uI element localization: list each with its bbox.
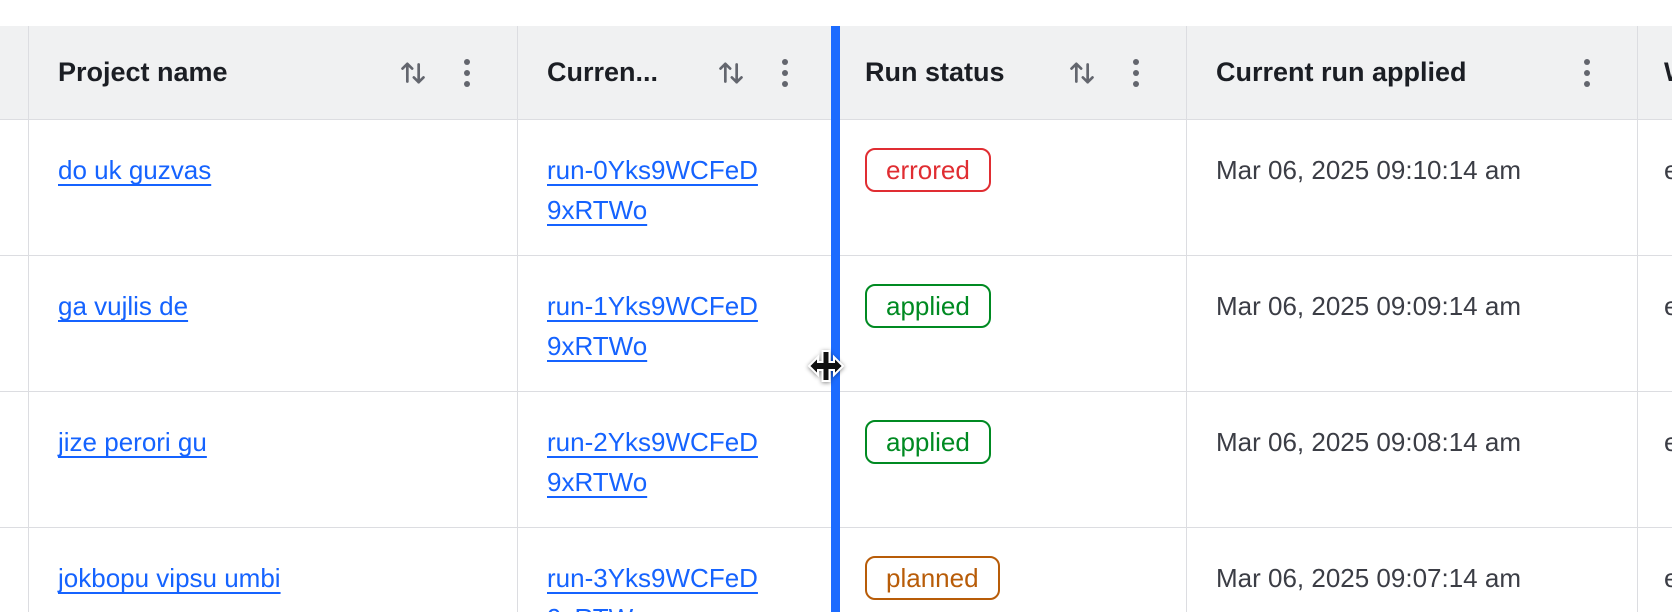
project-link[interactable]: ga vujlis de	[58, 291, 189, 321]
run-status-cell: errored	[835, 120, 1186, 255]
header-cell-current-run[interactable]: Curren...	[517, 26, 835, 119]
run-id-line: 9xRTWo	[547, 598, 811, 612]
table-row: jokbopu vipsu umbi run-3Yks9WCFeD9xRTWo …	[0, 528, 1672, 612]
header-cell-gutter	[0, 26, 28, 119]
current-run-cell: run-0Yks9WCFeD 9xRTWo	[517, 120, 835, 255]
table-row: do uk guzvas run-0Yks9WCFeD 9xRTWo errore…	[0, 120, 1672, 256]
current-run-applied-cell: Mar 06, 2025 09:08:14 am	[1186, 392, 1637, 527]
status-badge: planned	[865, 556, 1000, 600]
column-menu-icon[interactable]	[464, 58, 470, 87]
column-menu-icon[interactable]	[1584, 58, 1590, 87]
sort-icon[interactable]	[1065, 56, 1099, 90]
column-menu-icon[interactable]	[782, 58, 788, 87]
run-id-line: run-2Yks9WCFeD	[547, 427, 758, 457]
project-name-cell: ga vujlis de	[28, 256, 517, 391]
current-run-applied-cell: Mar 06, 2025 09:10:14 am	[1186, 120, 1637, 255]
next-column-cell: e	[1637, 120, 1672, 255]
next-column-cell: e	[1637, 528, 1672, 612]
project-name-cell: jokbopu vipsu umbi	[28, 528, 517, 612]
run-id-line: 9xRTWo	[547, 467, 648, 497]
current-run-cell: run-2Yks9WCFeD 9xRTWo	[517, 392, 835, 527]
project-name-cell: jize perori gu	[28, 392, 517, 527]
current-run-applied-cell: Mar 06, 2025 09:07:14 am	[1186, 528, 1637, 612]
header-cell-next-column[interactable]: W	[1637, 26, 1672, 119]
project-link[interactable]: jokbopu vipsu umbi	[58, 563, 281, 593]
run-applied-timestamp: Mar 06, 2025 09:10:14 am	[1216, 155, 1521, 185]
run-link[interactable]: run-2Yks9WCFeD 9xRTWo	[547, 422, 811, 502]
run-id-line: 9xRTWo	[547, 195, 648, 225]
project-link[interactable]: jize perori gu	[58, 427, 207, 457]
run-id-line: run-0Yks9WCFeD	[547, 155, 758, 185]
table-row: ga vujlis de run-1Yks9WCFeD 9xRTWo applie…	[0, 256, 1672, 392]
run-link[interactable]: run-0Yks9WCFeD 9xRTWo	[547, 150, 811, 230]
run-applied-timestamp: Mar 06, 2025 09:09:14 am	[1216, 291, 1521, 321]
sort-icon[interactable]	[714, 56, 748, 90]
project-link[interactable]: do uk guzvas	[58, 155, 212, 185]
column-title-run-status: Run status	[865, 57, 1005, 87]
status-badge: errored	[865, 148, 991, 192]
column-resize-indicator[interactable]	[831, 26, 840, 612]
run-status-cell: applied	[835, 392, 1186, 527]
run-status-cell: planned	[835, 528, 1186, 612]
sort-icon[interactable]	[396, 56, 430, 90]
next-column-fragment: e	[1664, 291, 1672, 321]
header-cell-current-run-applied[interactable]: Current run applied	[1186, 26, 1637, 119]
status-badge: applied	[865, 420, 991, 464]
column-title-project-name: Project name	[58, 57, 228, 87]
current-run-applied-cell: Mar 06, 2025 09:09:14 am	[1186, 256, 1637, 391]
run-id-line: 9xRTWo	[547, 331, 648, 361]
column-menu-icon[interactable]	[1133, 58, 1139, 87]
run-link[interactable]: run-3Yks9WCFeD 9xRTWo	[547, 558, 811, 612]
run-status-cell: applied	[835, 256, 1186, 391]
project-name-cell: do uk guzvas	[28, 120, 517, 255]
run-id-line: run-3Yks9WCFeD	[547, 563, 758, 593]
status-badge: applied	[865, 284, 991, 328]
column-title-current-run: Curren...	[547, 57, 659, 87]
next-column-fragment: e	[1664, 427, 1672, 457]
current-run-cell: run-1Yks9WCFeD 9xRTWo	[517, 256, 835, 391]
run-applied-timestamp: Mar 06, 2025 09:07:14 am	[1216, 563, 1521, 593]
header-cell-run-status[interactable]: Run status	[835, 26, 1186, 119]
run-applied-timestamp: Mar 06, 2025 09:08:14 am	[1216, 427, 1521, 457]
run-id-line: run-1Yks9WCFeD	[547, 291, 758, 321]
current-run-cell: run-3Yks9WCFeD 9xRTWo	[517, 528, 835, 612]
run-link[interactable]: run-1Yks9WCFeD 9xRTWo	[547, 286, 811, 366]
column-title-current-run-applied: Current run applied	[1216, 57, 1467, 87]
next-column-fragment: e	[1664, 155, 1672, 185]
column-title-next-column: W	[1664, 57, 1672, 88]
header-cell-project-name[interactable]: Project name	[28, 26, 517, 119]
next-column-cell: e	[1637, 256, 1672, 391]
next-column-cell: e	[1637, 392, 1672, 527]
next-column-fragment: e	[1664, 563, 1672, 593]
